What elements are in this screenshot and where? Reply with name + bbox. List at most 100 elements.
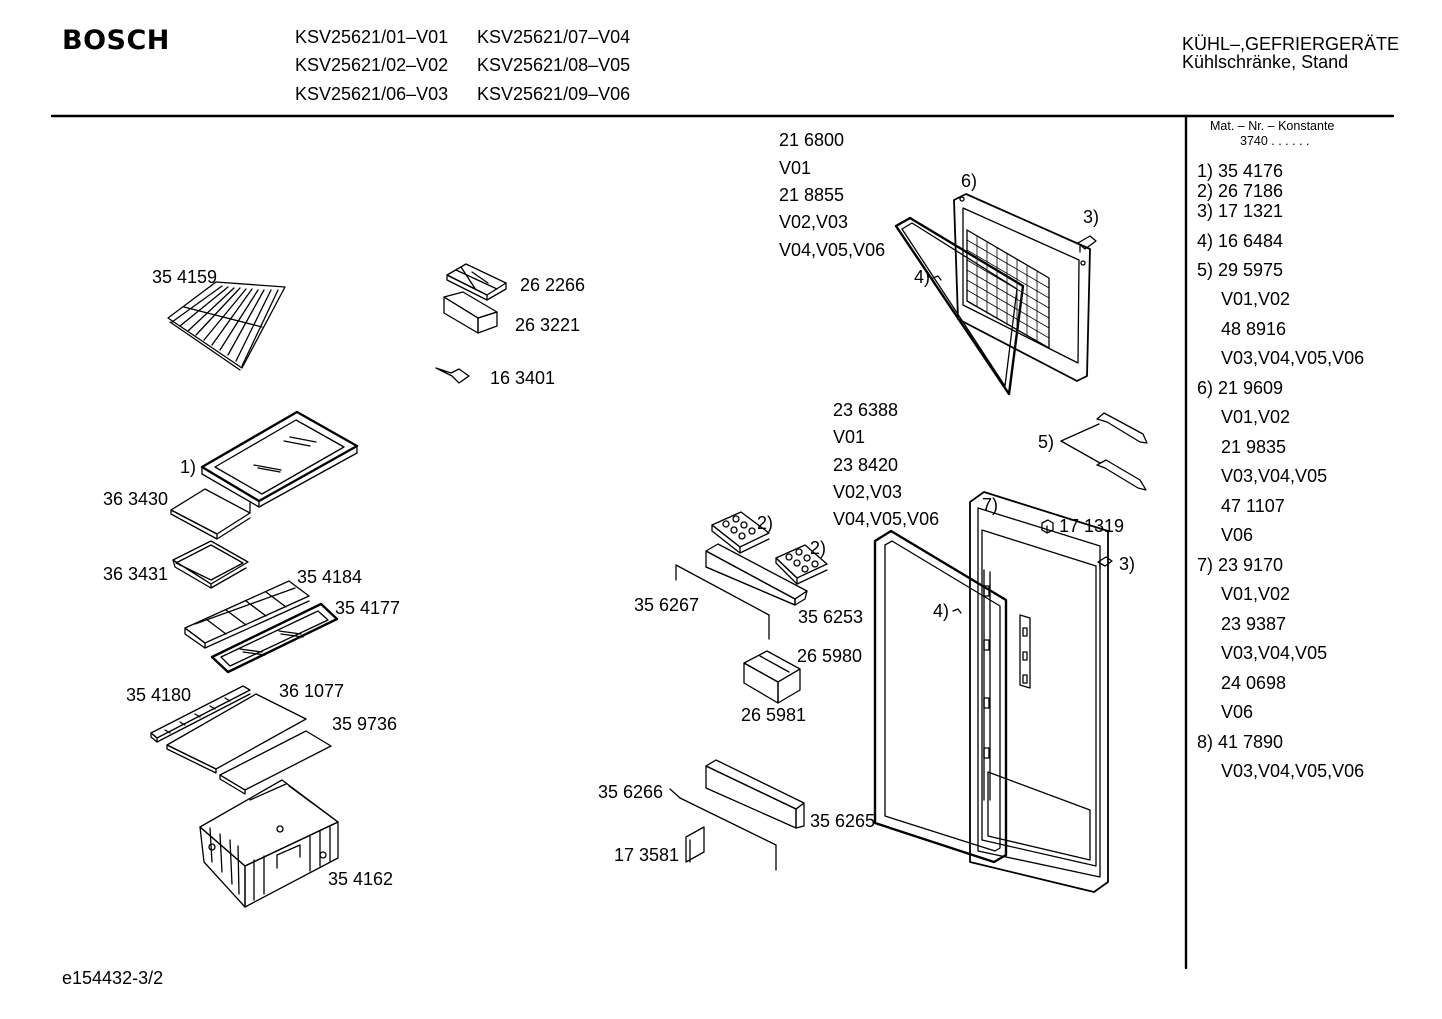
part-label: 35 6265	[810, 811, 876, 831]
crisper-cover-354184	[184, 580, 310, 649]
model-number: KSV25621/08–V05	[477, 55, 631, 75]
part-label: 35 4184	[297, 567, 363, 587]
brand-logo: BOSCH	[62, 25, 170, 56]
part-ref: 6)	[961, 171, 978, 191]
part-label: 35 4162	[328, 869, 394, 889]
drawing-id: e154432-3/2	[62, 968, 164, 988]
part-ref: 4)	[933, 601, 950, 621]
wire-shelf-354159	[167, 281, 286, 371]
model-number: KSV25621/02–V02	[295, 55, 449, 75]
freezer-box-263221	[443, 291, 498, 334]
callout-356266	[669, 788, 777, 871]
part-label: V01	[779, 158, 812, 178]
part-label: 36 3431	[103, 564, 169, 584]
category-subtitle: Kühlschränke, Stand	[1182, 52, 1349, 72]
parts-list-item: 21 9835	[1221, 437, 1287, 457]
parts-list-item: V06	[1221, 702, 1254, 722]
crisper-drawer-354162	[199, 779, 339, 908]
bottle-holder-265980	[743, 650, 801, 704]
parts-list-item: 23 9387	[1221, 614, 1287, 634]
fridge-door-239170	[969, 491, 1109, 893]
part-label: 16 3401	[490, 368, 556, 388]
door-shelf-356253	[705, 543, 808, 606]
parts-list-item: 7) 23 9170	[1197, 555, 1284, 575]
tray-363431	[172, 540, 249, 589]
freezer-door-gasket	[894, 216, 1025, 396]
parts-list-item: V03,V04,V05	[1221, 643, 1328, 663]
model-number: KSV25621/07–V04	[477, 27, 631, 47]
door-shelf-356265	[705, 759, 805, 829]
parts-list-item: V01,V02	[1221, 407, 1291, 427]
parts-list-item: V03,V04,V05,V06	[1221, 348, 1365, 368]
parts-list-item: 5) 29 5975	[1197, 260, 1284, 280]
parts-list-item: V01,V02	[1221, 289, 1291, 309]
model-number: KSV25621/09–V06	[477, 84, 631, 104]
fridge-door-gasket	[873, 529, 1008, 864]
parts-list-item: V01,V02	[1221, 584, 1291, 604]
part-label: 21 8855	[779, 185, 845, 205]
part-ref: 3)	[1119, 554, 1136, 574]
part-ref: 5)	[1038, 432, 1055, 452]
part-ref: 4)	[914, 267, 931, 287]
door-handle-295975	[1060, 412, 1148, 491]
part-label: 35 9736	[332, 714, 398, 734]
parts-list-item: 24 0698	[1221, 673, 1287, 693]
part-ref: 2)	[810, 538, 827, 558]
part-label: 35 4159	[152, 267, 218, 287]
ice-scraper-163401	[435, 367, 470, 384]
part-label: 17 3581	[614, 845, 680, 865]
ice-cube-tray-262266	[446, 263, 507, 301]
part-label: 36 1077	[279, 681, 345, 701]
gasket-clip-icon-b	[952, 608, 962, 614]
part-label: 35 6267	[634, 595, 700, 615]
freezer-door-219609	[953, 193, 1091, 382]
part-label: V04,V05,V06	[833, 509, 940, 529]
part-label: V04,V05,V06	[779, 240, 886, 260]
part-label: V01	[833, 427, 866, 447]
glass-plate-354177	[210, 602, 339, 674]
part-ref: 1)	[180, 457, 197, 477]
part-label: 17 1319	[1059, 516, 1125, 536]
callout-356267	[675, 564, 770, 640]
part-label: 21 6800	[779, 130, 845, 150]
model-number: KSV25621/01–V01	[295, 27, 449, 47]
part-label: 23 6388	[833, 400, 899, 420]
egg-tray-267186-b	[775, 544, 828, 585]
parts-list-item: V03,V04,V05	[1221, 466, 1328, 486]
category-title: KÜHL–,GEFRIERGERÄTE	[1182, 34, 1400, 54]
part-ref: 2)	[757, 513, 774, 533]
parts-list-item: 48 8916	[1221, 319, 1287, 339]
parts-list-heading: Mat. – Nr. – Konstante	[1210, 119, 1335, 133]
parts-list-item: 2) 26 7186	[1197, 181, 1284, 201]
parts-list-item: 3) 17 1321	[1197, 201, 1284, 221]
cube-icon-171319	[1041, 519, 1054, 534]
egg-tray-267186-a	[711, 511, 770, 554]
part-label: 35 6253	[798, 607, 864, 627]
glass-shelf-354176	[200, 410, 359, 508]
parts-list-item: 6) 21 9609	[1197, 378, 1284, 398]
part-label: 35 4180	[126, 685, 192, 705]
part-label: 26 5981	[741, 705, 807, 725]
parts-list-item: V03,V04,V05,V06	[1221, 761, 1365, 781]
clip-173581	[685, 826, 705, 863]
gasket-clip-icon-a	[932, 275, 942, 281]
part-label: 26 2266	[520, 275, 586, 295]
plate-359736	[219, 730, 332, 795]
part-label: 26 5980	[797, 646, 863, 666]
part-ref: 7)	[982, 495, 999, 515]
parts-list-item: 8) 41 7890	[1197, 732, 1284, 752]
cover-363430	[170, 488, 251, 540]
part-label: 36 3430	[103, 489, 169, 509]
parts-list-constant: 3740 . . . . . .	[1240, 134, 1310, 148]
part-label: V02,V03	[833, 482, 903, 502]
part-label: 35 4177	[335, 598, 401, 618]
part-label: 26 3221	[515, 315, 581, 335]
parts-list-item: 4) 16 6484	[1197, 231, 1284, 251]
part-label: 23 8420	[833, 455, 899, 475]
plate-361077	[166, 693, 307, 774]
parts-list-item: 1) 35 4176	[1197, 161, 1284, 181]
hinge-cap-171321-top	[1077, 235, 1097, 253]
part-label: V02,V03	[779, 212, 849, 232]
model-number: KSV25621/06–V03	[295, 84, 449, 104]
